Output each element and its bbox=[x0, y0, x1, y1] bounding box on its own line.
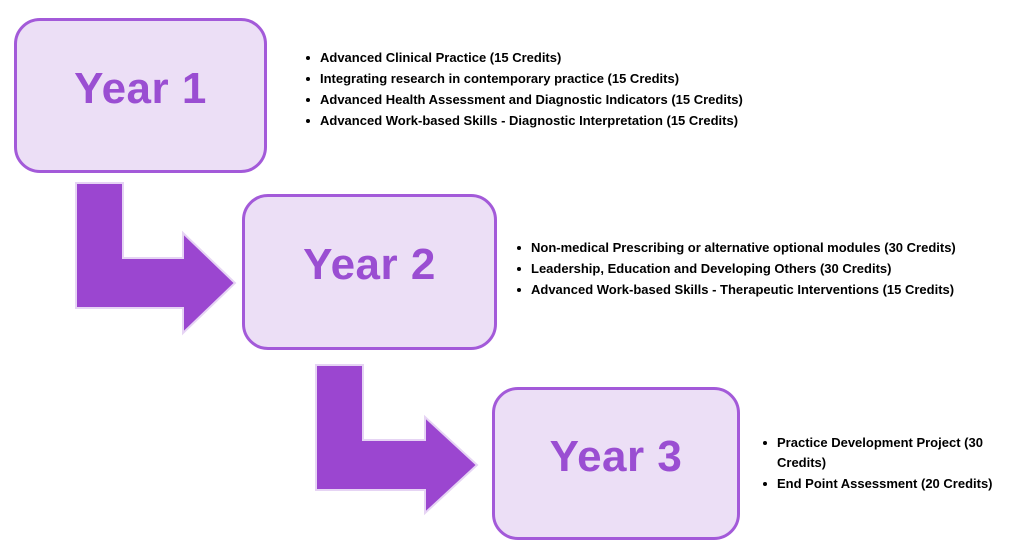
module-text: Advanced Clinical Practice (15 Credits) bbox=[320, 50, 562, 65]
bullet-icon bbox=[517, 246, 521, 250]
bullet-icon bbox=[517, 288, 521, 292]
year-3-box: Year 3 bbox=[492, 387, 740, 540]
bullet-icon bbox=[517, 267, 521, 271]
elbow-arrow-year2-to-year3-icon bbox=[315, 364, 479, 516]
module-text: Advanced Work-based Skills - Therapeutic… bbox=[531, 282, 955, 297]
year-3-label: Year 3 bbox=[549, 431, 683, 481]
year-1-module-list: Advanced Clinical Practice (15 Credits) … bbox=[303, 48, 793, 132]
module-text: Advanced Work-based Skills - Diagnostic … bbox=[320, 113, 739, 128]
module-item: Advanced Clinical Practice (15 Credits) bbox=[303, 48, 793, 68]
bullet-icon bbox=[306, 98, 310, 102]
module-text: Integrating research in contemporary pra… bbox=[320, 71, 680, 86]
module-text: Advanced Health Assessment and Diagnosti… bbox=[320, 92, 743, 107]
bullet-icon bbox=[763, 482, 767, 486]
module-text: Practice Development Project (30 Credits… bbox=[777, 435, 983, 470]
year-2-box: Year 2 bbox=[242, 194, 497, 350]
module-text: Leadership, Education and Developing Oth… bbox=[531, 261, 892, 276]
module-item: Advanced Work-based Skills - Diagnostic … bbox=[303, 111, 793, 131]
module-text: Non-medical Prescribing or alternative o… bbox=[531, 240, 956, 255]
bullet-icon bbox=[306, 119, 310, 123]
module-item: Non-medical Prescribing or alternative o… bbox=[514, 238, 1018, 258]
bullet-icon bbox=[763, 441, 767, 445]
module-item: Advanced Health Assessment and Diagnosti… bbox=[303, 90, 793, 110]
bullet-icon bbox=[306, 77, 310, 81]
year-2-label: Year 2 bbox=[303, 240, 436, 289]
bullet-icon bbox=[306, 56, 310, 60]
year-3-module-list: Practice Development Project (30 Credits… bbox=[760, 433, 1018, 495]
module-item: End Point Assessment (20 Credits) bbox=[760, 474, 1018, 494]
module-item: Leadership, Education and Developing Oth… bbox=[514, 259, 1018, 279]
year-2-module-list: Non-medical Prescribing or alternative o… bbox=[514, 238, 1018, 301]
elbow-arrow-year1-to-year2-icon bbox=[75, 182, 237, 336]
module-item: Advanced Work-based Skills - Therapeutic… bbox=[514, 280, 1018, 300]
module-item: Integrating research in contemporary pra… bbox=[303, 69, 793, 89]
module-item: Practice Development Project (30 Credits… bbox=[760, 433, 1018, 473]
year-1-label: Year 1 bbox=[74, 63, 207, 113]
module-text: End Point Assessment (20 Credits) bbox=[777, 476, 993, 491]
year-1-box: Year 1 bbox=[14, 18, 267, 173]
